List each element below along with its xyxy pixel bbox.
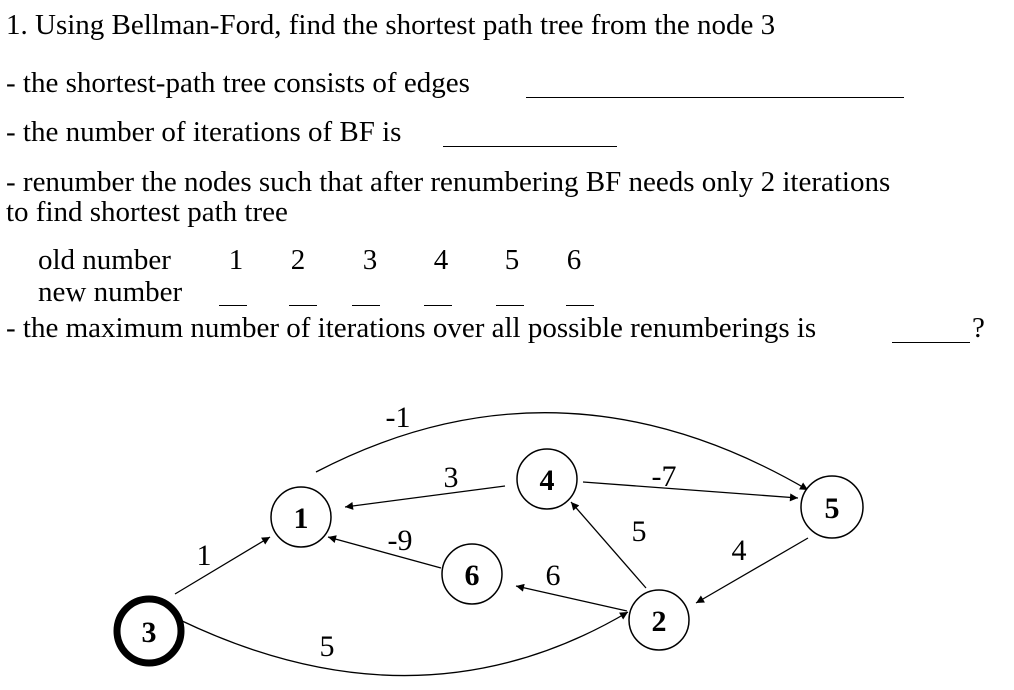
graph-node: 4 (516, 448, 578, 510)
edge-4-5 (582, 481, 799, 502)
old-number-cell: 6 (566, 244, 582, 276)
edge-4-1 (344, 485, 506, 510)
old-number-cell: 2 (290, 244, 306, 276)
new-number-blank[interactable] (566, 305, 594, 306)
question-renumber-line2: to find shortest path tree (6, 196, 288, 228)
new-number-blank[interactable] (219, 305, 247, 306)
edge-2-4 (570, 501, 647, 589)
edge-2-6 (515, 583, 628, 612)
old-number-cell: 5 (504, 244, 520, 276)
node-label: 2 (652, 605, 667, 638)
edge-3-1 (174, 536, 271, 595)
graph-node: 5 (800, 475, 864, 539)
new-number-blank[interactable] (496, 305, 524, 306)
edge-weight: -1 (386, 401, 411, 434)
node-label: 3 (142, 616, 157, 649)
edge-weight: 5 (632, 515, 647, 548)
node-label: 6 (465, 559, 480, 592)
old-number-label: old number (38, 244, 171, 276)
node-label: 5 (825, 492, 840, 525)
edge-weight: 5 (320, 630, 335, 663)
edge-1-5 (315, 412, 809, 491)
old-number-cell: 1 (228, 244, 244, 276)
question-title: 1. Using Bellman-Ford, find the shortest… (6, 9, 776, 41)
question-renumber-line1: - renumber the nodes such that after ren… (6, 166, 891, 198)
answer-blank-max[interactable] (892, 342, 970, 343)
source-node: 3 (113, 595, 185, 667)
question-edges: - the shortest-path tree consists of edg… (6, 67, 470, 99)
edge-weight: -9 (388, 524, 413, 557)
edge-weight: 6 (546, 559, 561, 592)
edge-3-2 (179, 611, 629, 677)
new-number-blank[interactable] (289, 305, 317, 306)
edge-weight: 3 (444, 461, 459, 494)
graph-node: 6 (441, 543, 503, 605)
question-mark: ? (972, 312, 985, 344)
answer-blank-iterations[interactable] (443, 146, 617, 147)
edge-weight: 4 (732, 534, 747, 567)
edge-weight: -7 (652, 460, 677, 493)
question-iterations: - the number of iterations of BF is (6, 116, 402, 148)
edge-6-1 (327, 535, 442, 569)
edge-5-2 (695, 537, 809, 604)
new-number-blank[interactable] (352, 305, 380, 306)
graph-node: 1 (270, 486, 332, 548)
new-number-label: new number (38, 276, 183, 308)
graph-node: 2 (628, 589, 690, 651)
node-label: 1 (294, 502, 309, 535)
edge-weight: 1 (197, 539, 212, 572)
old-numbers-row: 1 2 3 4 5 6 (0, 244, 1014, 276)
answer-blank-edges[interactable] (526, 97, 904, 98)
old-number-cell: 3 (362, 244, 378, 276)
question-max-iterations: - the maximum number of iterations over … (6, 312, 817, 344)
old-number-cell: 4 (433, 244, 449, 276)
new-number-blank[interactable] (424, 305, 452, 306)
node-label: 4 (540, 464, 555, 497)
